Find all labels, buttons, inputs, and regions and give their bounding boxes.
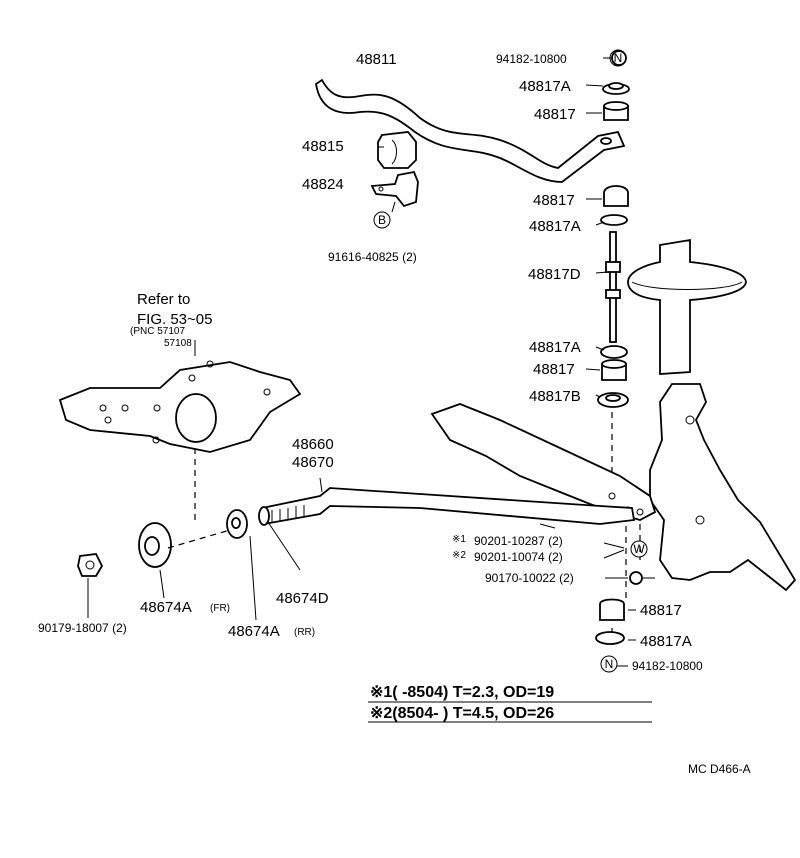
label-48670: 48670 [292, 454, 334, 471]
symbol-n-bottom: N [600, 655, 618, 673]
label-48817a-1: 48817A [519, 78, 571, 95]
symbol-b: B [373, 211, 391, 229]
label-94182-top: 94182-10800 [496, 52, 567, 66]
label-48674a-fr: 48674A [140, 599, 192, 616]
label-91616: 91616-40825 (2) [328, 250, 417, 264]
label-94182-bottom: 94182-10800 [632, 659, 703, 673]
label-48817-2: 48817 [533, 192, 575, 209]
label-48817a-4: 48817A [640, 633, 692, 650]
symbol-w: W [630, 540, 648, 558]
label-90170: 90170-10022 (2) [485, 571, 574, 585]
right-link-stack [597, 50, 630, 486]
symbol-n-text-bottom: N [605, 657, 614, 671]
symbol-n-text-top: N [614, 51, 623, 65]
label-fr-tag: (FR) [210, 603, 230, 614]
label-48817d: 48817D [528, 266, 581, 283]
mark-1: ※1 [452, 534, 466, 545]
note-1: ※1( -8504) T=2.3, OD=19 [370, 684, 554, 701]
bottom-right-parts [595, 571, 643, 645]
reference-pnc-1: (PNC 57107 [130, 326, 185, 337]
reference-line-2: FIG. 53~05 [137, 311, 212, 328]
leader-lines [378, 57, 655, 667]
symbol-n-top: N [609, 49, 627, 67]
label-48811: 48811 [356, 51, 397, 68]
label-48817-3: 48817 [533, 361, 575, 378]
strut-assembly [627, 238, 797, 592]
diagram-code: MC D466-A [688, 762, 751, 776]
label-48660: 48660 [292, 436, 334, 453]
label-48824: 48824 [302, 176, 344, 193]
symbol-b-text: B [378, 213, 386, 227]
label-48815: 48815 [302, 138, 344, 155]
label-48817a-2: 48817A [529, 218, 581, 235]
reference-line-1: Refer to [137, 291, 190, 308]
label-48817-4: 48817 [640, 602, 682, 619]
mark-2: ※2 [452, 550, 466, 561]
label-48817-1: 48817 [534, 106, 576, 123]
label-48674a-rr: 48674A [228, 623, 280, 640]
label-90201-1: 90201-10287 (2) [474, 534, 563, 548]
bushings-left [77, 448, 257, 621]
bushing-48815 [377, 131, 417, 169]
note-2: ※2(8504- ) T=4.5, OD=26 [370, 705, 554, 722]
label-48817a-3: 48817A [529, 339, 581, 356]
label-90179: 90179-18007 (2) [38, 621, 127, 635]
label-48817b: 48817B [529, 388, 581, 405]
label-90201-2: 90201-10074 (2) [474, 550, 563, 564]
strut-bar [258, 477, 636, 571]
reference-pnc-2: 57108 [164, 338, 192, 349]
stabilizer-bar [315, 78, 626, 183]
bracket-48824 [370, 170, 419, 208]
label-rr-tag: (RR) [294, 627, 315, 638]
symbol-w-text: W [633, 542, 645, 556]
crossmember [58, 360, 302, 453]
label-48674d: 48674D [276, 590, 329, 607]
